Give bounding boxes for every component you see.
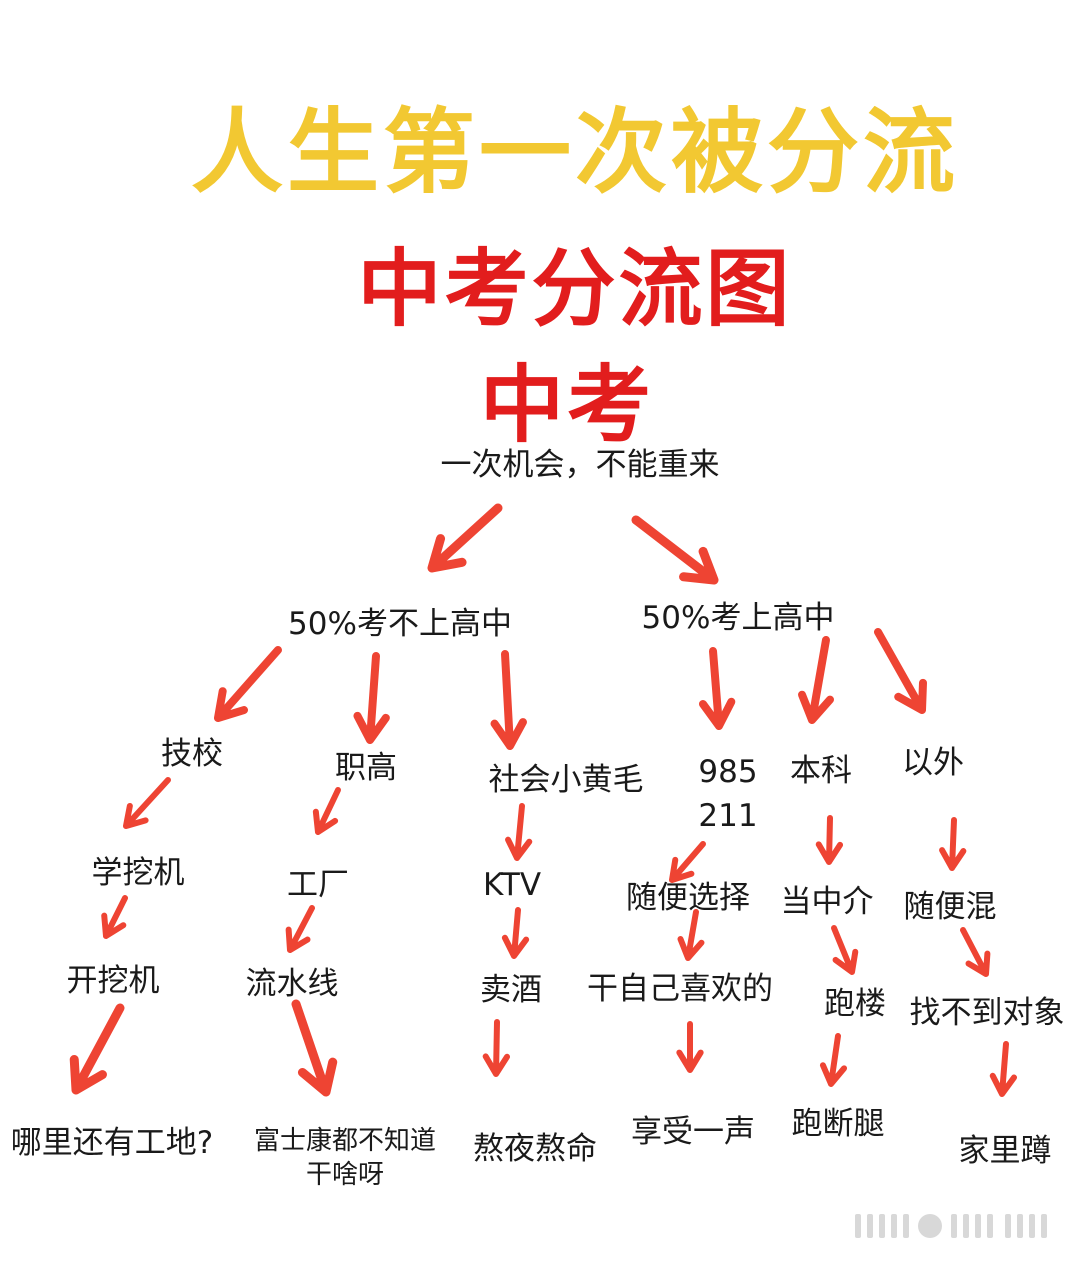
node-suibianhun: 随便混 (903, 889, 997, 925)
flow-arrow-6 (698, 647, 736, 730)
node-xiaohuangmao: 社会小黄毛 (488, 762, 644, 798)
node-paolou: 跑楼 (824, 986, 886, 1022)
node-jialidun: 家里蹲 (958, 1133, 1052, 1169)
flow-arrow-21 (69, 1003, 125, 1095)
node-gongdi: 哪里还有工地? (10, 1125, 214, 1161)
main-title: 人生第一次被分流 (190, 99, 959, 206)
flow-arrow-26 (989, 1041, 1018, 1097)
node-ktv: KTV (482, 867, 542, 903)
flow-arrow-10 (312, 787, 341, 835)
node-benke: 本科 (790, 753, 852, 789)
root-heading: 中考 (479, 356, 654, 454)
node-jixiao: 技校 (161, 736, 223, 772)
node-paoduantui: 跑断腿 (791, 1106, 885, 1142)
root-node: 一次机会，不能重来 (440, 447, 720, 483)
flow-arrow-9 (123, 777, 171, 829)
flow-arrow-5 (490, 650, 527, 750)
flow-arrow-3 (214, 646, 282, 722)
flow-arrow-18 (677, 909, 705, 961)
flow-arrow-7 (797, 636, 835, 724)
flow-arrow-23 (482, 1019, 510, 1077)
node-fushikang-line2: 干啥呀 (305, 1160, 385, 1190)
flow-arrow-8 (874, 628, 927, 714)
flow-arrow-19 (831, 925, 859, 975)
node-gongchang: 工厂 (287, 867, 349, 903)
node-kaiwaji: 开挖机 (66, 963, 160, 999)
flow-arrow-17 (669, 841, 706, 883)
flow-arrow-12 (815, 815, 844, 865)
node-yiwai: 以外 (902, 745, 964, 781)
node-xiangshou: 享受一声 (631, 1114, 755, 1150)
flow-arrow-22 (291, 999, 338, 1097)
left-branch-node: 50%考不上高中 (288, 606, 512, 642)
flow-arrow-20 (960, 927, 991, 977)
flow-arrow-1 (427, 503, 503, 573)
node-985: 985 (698, 754, 758, 790)
subtitle: 中考分流图 (357, 240, 793, 338)
node-maijiu: 卖酒 (480, 972, 542, 1008)
node-xuewaji: 学挖机 (91, 855, 185, 891)
flow-arrow-13 (939, 817, 967, 871)
flow-arrow-25 (819, 1033, 848, 1087)
watermark-icon (855, 1214, 1047, 1238)
flow-arrow-16 (501, 907, 530, 959)
node-fushikang-line1: 富士康都不知道 (253, 1126, 437, 1156)
node-zhigao: 职高 (335, 750, 397, 786)
node-suibianxuanze: 随便选择 (626, 880, 750, 916)
node-liushuixian: 流水线 (245, 966, 339, 1002)
flow-arrow-4 (353, 652, 390, 744)
flow-arrow-2 (631, 515, 719, 585)
node-duixiang: 找不到对象 (909, 995, 1065, 1031)
node-aoye: 熬夜熬命 (473, 1131, 597, 1167)
node-zhongjie: 当中介 (780, 884, 874, 920)
node-211: 211 (698, 798, 758, 834)
flow-arrow-15 (285, 905, 315, 953)
node-xihuan: 干自己喜欢的 (587, 971, 773, 1007)
flow-arrow-24 (676, 1021, 704, 1073)
right-branch-node: 50%考上高中 (641, 600, 835, 636)
flow-arrow-14 (101, 895, 128, 939)
flow-arrow-11 (505, 803, 533, 861)
